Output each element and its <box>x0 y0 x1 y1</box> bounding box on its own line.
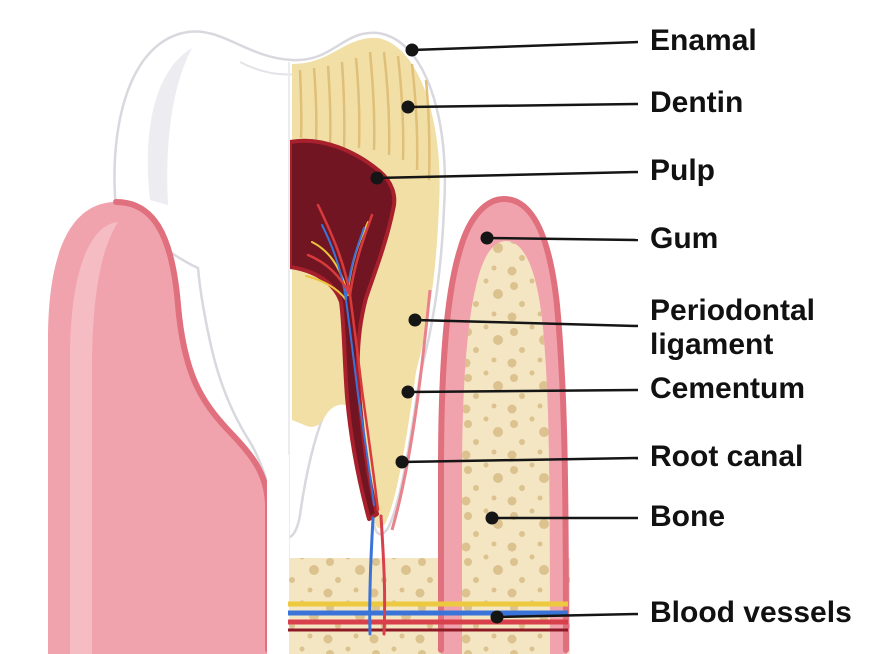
leader-dot-gum <box>480 231 494 245</box>
leader-line-periodontal <box>414 318 639 328</box>
leader-dot-periodontal <box>408 313 422 327</box>
leader-line-root-canal <box>401 456 639 464</box>
midline-white-strip <box>267 455 289 654</box>
root-apex-vessels <box>368 514 387 636</box>
label-gum: Gum <box>650 222 719 255</box>
leader-dot-root-canal <box>395 455 409 469</box>
label-periodontal-ligament: Periodontal ligament <box>650 294 816 361</box>
leader-dot-pulp <box>370 171 384 185</box>
label-root-canal: Root canal <box>650 440 804 473</box>
leader-dot-cementum <box>401 385 415 399</box>
pulp-vessels <box>305 203 380 512</box>
leader-dots <box>370 43 504 624</box>
leader-lines <box>376 40 639 619</box>
label-dentin: Dentin <box>650 86 744 119</box>
label-blood-vessels: Blood vessels <box>650 596 852 629</box>
leader-line-blood-vessels <box>496 612 639 619</box>
leader-dot-dentin <box>401 100 415 114</box>
bone-right-shape <box>462 241 550 654</box>
gum-left-shape <box>48 199 271 654</box>
leader-dot-bone <box>485 511 499 525</box>
leader-line-dentin <box>407 102 639 109</box>
leader-dot-blood-vessels <box>490 610 504 624</box>
leader-line-pulp <box>376 170 639 180</box>
blood-vessels-lines <box>288 601 568 632</box>
leader-line-cementum <box>407 388 639 394</box>
leader-line-enamal <box>411 40 639 52</box>
crown-shading <box>147 48 192 205</box>
leader-line-gum <box>486 236 639 242</box>
label-bone: Bone <box>650 500 725 533</box>
vessel-red <box>306 203 380 512</box>
label-pulp: Pulp <box>650 154 715 187</box>
label-enamal: Enamal <box>650 24 757 57</box>
label-cementum: Cementum <box>650 372 806 405</box>
leader-dot-enamal <box>405 43 419 57</box>
